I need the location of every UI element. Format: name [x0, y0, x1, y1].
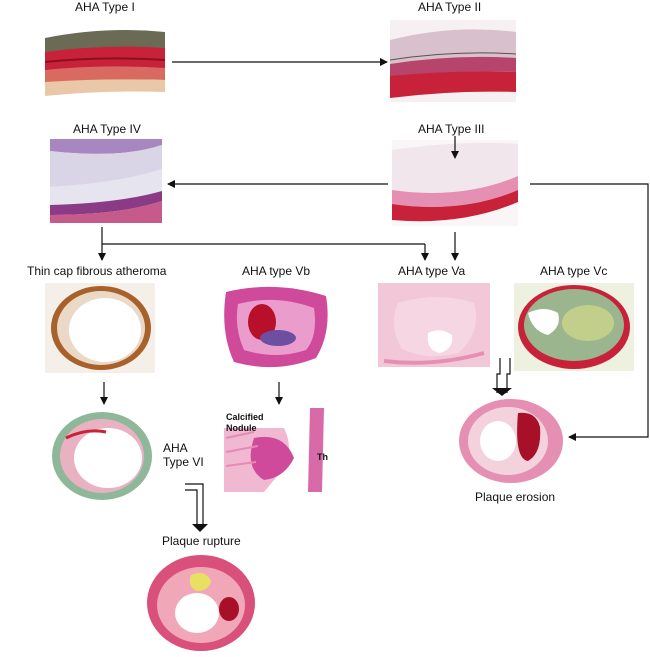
label-type-2: AHA Type II [418, 0, 482, 14]
double-arrow-head-rupture [192, 524, 208, 532]
label-type-5c: AHA type Vc [540, 264, 608, 278]
label-plaque-rupture: Plaque rupture [162, 534, 241, 548]
histology-type-5b [220, 282, 332, 372]
histology-type-4 [50, 139, 162, 223]
label-type-4: AHA Type IV [73, 122, 141, 136]
label-calcified-nodule-line1: Calcified [226, 412, 264, 422]
label-type-6-line2: Type VI [163, 455, 204, 469]
histology-plaque-rupture [145, 553, 257, 653]
double-arrow-to-rupture [185, 483, 204, 528]
arrow-type3-to-erosion [530, 183, 649, 441]
double-arrow-head-erosion [492, 388, 512, 396]
label-type-5a: AHA type Va [398, 264, 466, 278]
histology-calcified-nodule [224, 408, 332, 492]
histology-type-3 [392, 140, 518, 226]
label-plaque-erosion: Plaque erosion [475, 490, 556, 504]
histology-type-5a [378, 283, 490, 367]
histology-plaque-erosion [456, 397, 566, 485]
label-tcfa: Thin cap fibrous atheroma [27, 264, 167, 278]
label-type-5b: AHA type Vb [242, 264, 311, 278]
label-calcified-nodule-line2: Nodule [226, 423, 257, 433]
label-type-3: AHA Type III [418, 122, 485, 136]
label-type-6-line1: AHA [163, 441, 188, 455]
double-arrow-to-erosion [496, 358, 511, 393]
histology-tcfa [45, 283, 155, 373]
histology-type-5c [514, 283, 634, 371]
histology-type-1 [45, 22, 165, 100]
label-type-1: AHA Type I [75, 0, 135, 14]
label-thrombus: Th [317, 452, 328, 462]
histology-type-6 [46, 408, 156, 502]
histology-type-2 [390, 20, 516, 102]
